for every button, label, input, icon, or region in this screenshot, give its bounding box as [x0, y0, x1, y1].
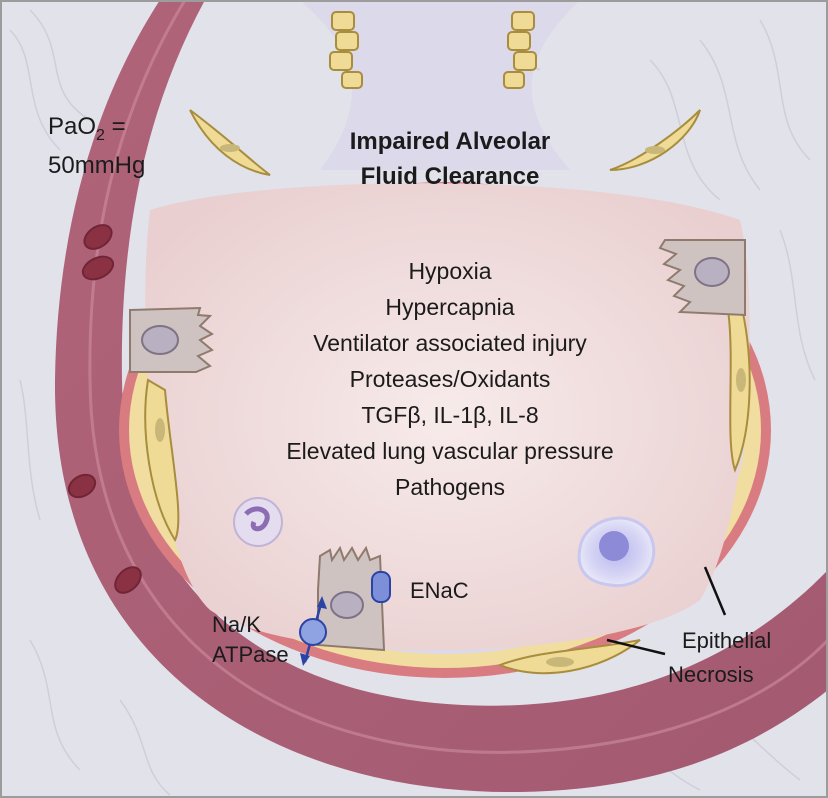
enac-label: ENaC: [410, 578, 469, 604]
factor-item: Hypoxia: [210, 258, 690, 285]
pao2-line1: PaO2 =: [48, 112, 145, 151]
na-k-label-line2: ATPase: [212, 642, 289, 668]
factor-item: Proteases/Oxidants: [210, 366, 690, 393]
pao2-equals: =: [105, 113, 126, 140]
pao2-subscript: 2: [96, 127, 105, 144]
pao2-symbol: PaO: [48, 113, 96, 140]
na-k-label-line1: Na/K: [212, 612, 261, 638]
factor-item: Hypercapnia: [210, 294, 690, 321]
enac-channel: [372, 572, 390, 602]
title-line-2: Fluid Clearance: [300, 163, 600, 191]
necrosis-label-line1: Epithelial: [682, 628, 771, 654]
macrophage: [579, 518, 654, 586]
type-ii-cell-bottom: [318, 548, 390, 650]
factor-item: Ventilator associated injury: [210, 330, 690, 357]
title-line-1: Impaired Alveolar: [300, 128, 600, 156]
factor-item: Pathogens: [210, 474, 690, 501]
neutrophil: [234, 498, 282, 546]
factor-item: Elevated lung vascular pressure: [210, 438, 690, 465]
factor-item: TGFβ, IL-1β, IL-8: [210, 402, 690, 429]
pao2-value: 50mmHg: [48, 151, 145, 181]
pao2-label: PaO2 = 50mmHg: [48, 112, 145, 181]
type-ii-cell-left: [130, 308, 212, 372]
necrosis-label-line2: Necrosis: [668, 662, 754, 688]
